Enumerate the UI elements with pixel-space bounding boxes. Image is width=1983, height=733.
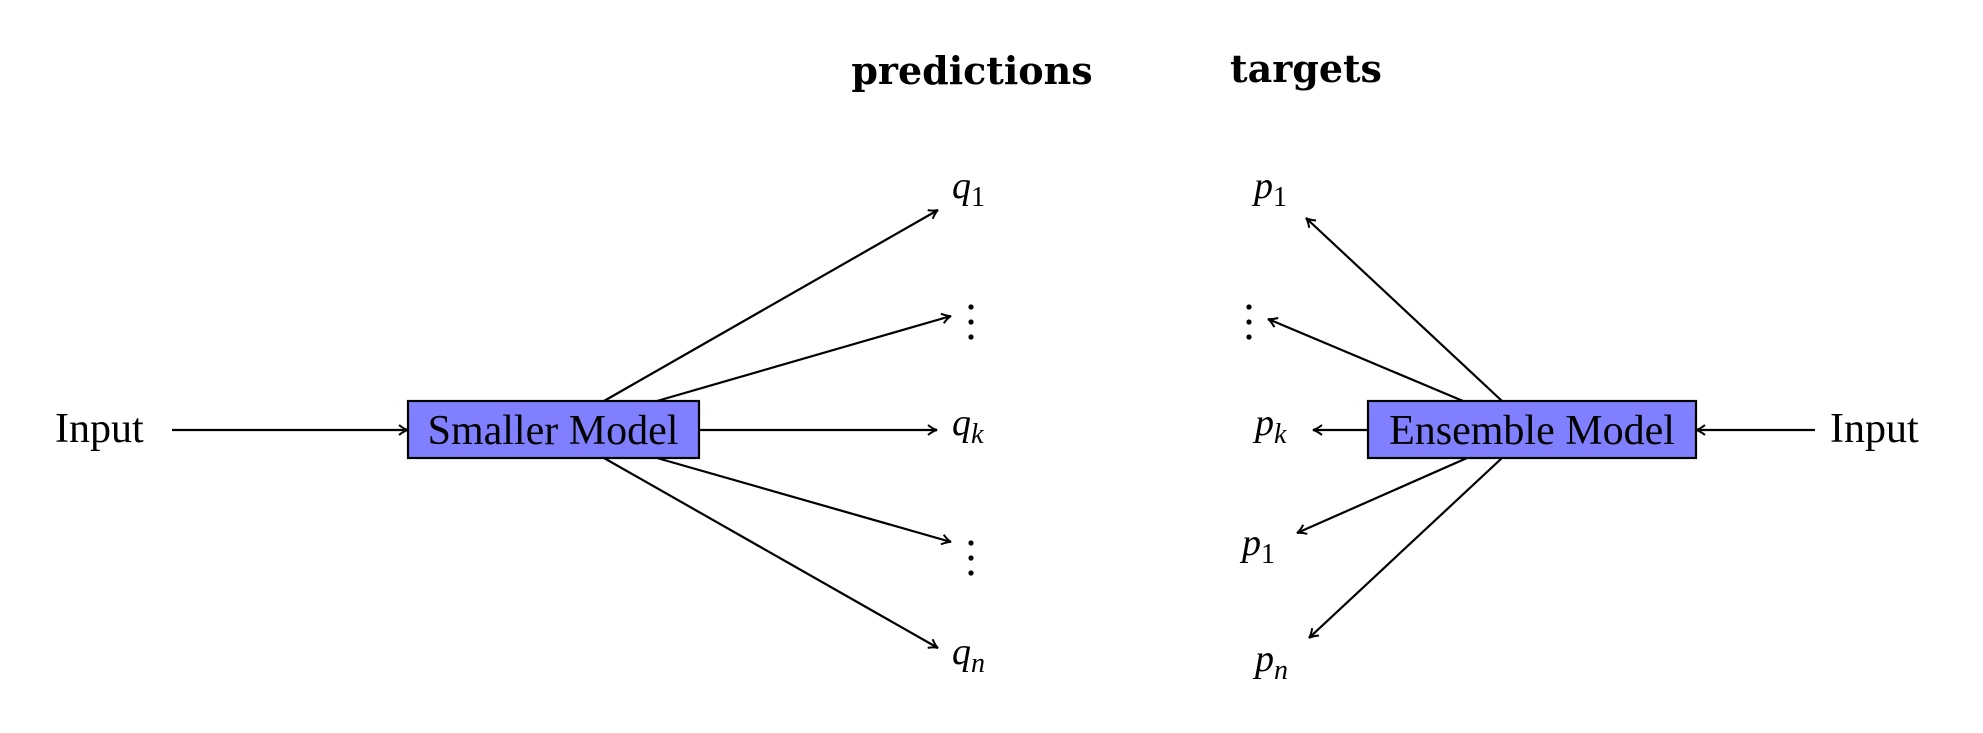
- arrow-to-qn: [603, 457, 939, 649]
- arrow-to-pn: [1308, 457, 1503, 639]
- ensemble-model-box: [1366, 399, 1698, 460]
- output-q1: q1: [952, 165, 985, 213]
- ellipsis-upper-right: [1246, 304, 1252, 340]
- ensemble-model-label: Ensemble Model: [1389, 408, 1675, 454]
- ellipsis-lower-left: [968, 540, 974, 576]
- targets-header: targets: [1230, 46, 1382, 91]
- left-input-label: Input: [55, 406, 144, 452]
- output-qn: qn: [952, 631, 985, 679]
- smaller-model-label: Smaller Model: [428, 408, 679, 454]
- arrow-to-p1-lower: [1296, 456, 1468, 535]
- arrow-to-q1: [603, 209, 939, 402]
- right-input-label: Input: [1830, 406, 1919, 452]
- arrow-to-upper-ellipsis-right: [1267, 316, 1464, 403]
- arrow-to-lower-ellipsis-left: [656, 456, 952, 546]
- arrow-to-upper-ellipsis-left: [656, 312, 952, 403]
- predictions-header: predictions: [851, 48, 1092, 93]
- target-pn: pn: [1252, 638, 1288, 686]
- output-qk: qk: [952, 402, 984, 450]
- target-p1-lower: p1: [1239, 522, 1275, 570]
- target-pk: pk: [1252, 402, 1287, 450]
- ellipsis-upper-left: [968, 304, 974, 340]
- target-p1-top: p1: [1251, 165, 1287, 213]
- arrow-to-p1-top: [1305, 217, 1503, 402]
